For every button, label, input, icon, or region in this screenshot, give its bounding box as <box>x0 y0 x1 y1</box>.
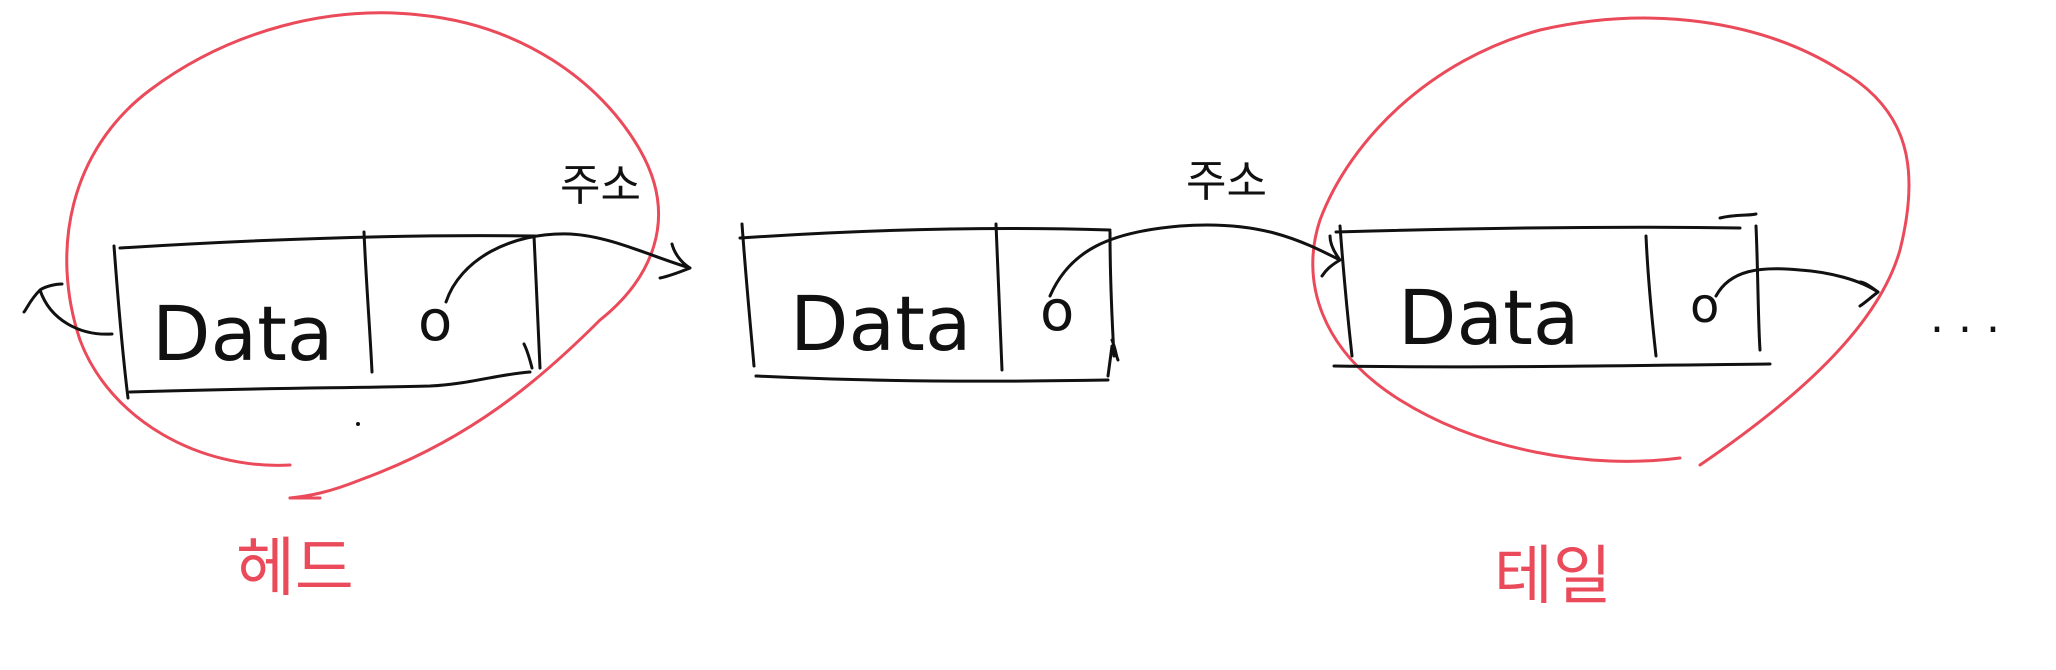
head-highlight <box>65 11 661 500</box>
node-1-data-label: Data <box>152 289 333 378</box>
node-1-box-right <box>522 234 542 370</box>
node-1-divider <box>362 230 374 374</box>
node-2-pointer-label: o <box>1040 279 1074 344</box>
node-2-box-right <box>1106 230 1120 378</box>
tail-circle <box>1311 16 1911 467</box>
node-1-box-top <box>118 234 537 250</box>
node-1: Data o <box>22 230 542 400</box>
node-2-box-left <box>740 222 756 368</box>
node-1-box-bottom <box>128 370 532 394</box>
node-3-box-top <box>1334 212 1758 234</box>
stray-mark <box>356 422 360 426</box>
node-2-box-bottom <box>754 374 1110 383</box>
node-3: Data o <box>1332 212 1772 369</box>
tail-highlight <box>1311 16 1911 467</box>
link-1-arrow <box>444 232 692 304</box>
node-2: Data o <box>738 222 1120 383</box>
node-1-box-left <box>112 244 130 400</box>
head-circle <box>65 11 661 500</box>
tail-label: 테일 <box>1494 540 1612 614</box>
node-2-box-top <box>738 226 1112 240</box>
continuation-dots: . . . <box>1930 292 2000 343</box>
node-3-box-left <box>1338 224 1354 358</box>
link-3 <box>1714 267 1880 308</box>
node-3-divider <box>1644 234 1658 358</box>
node-2-divider <box>994 222 1004 372</box>
link-1-label: 주소 <box>560 160 641 211</box>
link-2-arrow <box>1048 223 1342 298</box>
node-2-data-label: Data <box>790 279 971 368</box>
head-left-arrow <box>22 282 114 336</box>
node-3-pointer-label: o <box>1690 278 1719 334</box>
link-3-arrow <box>1714 267 1880 308</box>
node-3-box-right <box>1754 224 1762 352</box>
link-2-label: 주소 <box>1186 156 1267 207</box>
link-2: 주소 <box>1048 156 1342 298</box>
node-3-data-label: Data <box>1398 273 1579 362</box>
head-label: 헤드 <box>236 532 354 606</box>
node-3-box-bottom <box>1332 362 1772 369</box>
link-1: 주소 <box>444 160 692 304</box>
